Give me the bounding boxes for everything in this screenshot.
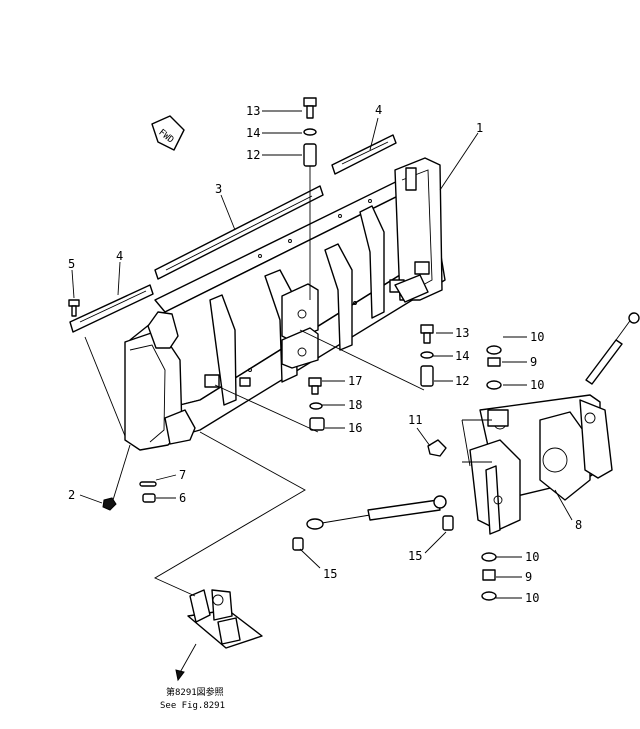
pin-7 <box>139 481 157 487</box>
grease-fitting-15-right <box>442 515 454 531</box>
bolt-13-top <box>303 97 317 119</box>
pin-12-top <box>303 143 317 300</box>
blade <box>124 157 446 451</box>
callout-17-bolt: 17 <box>348 374 362 388</box>
bolt-13-right <box>420 324 434 344</box>
pin-12-right <box>420 365 434 387</box>
spacer-9-b <box>482 569 496 581</box>
callout-9-upper: 9 <box>530 355 537 369</box>
cylinder-lower <box>306 495 447 530</box>
callout-16-pin: 16 <box>348 421 362 435</box>
callout-4-right: 4 <box>375 103 382 117</box>
grease-fitting-6 <box>142 493 156 503</box>
washer-14-right <box>420 351 434 359</box>
callout-4-left: 4 <box>116 249 123 263</box>
mounting-bracket <box>187 589 263 649</box>
callout-10-lower-a: 10 <box>525 550 539 564</box>
callout-18-washer: 18 <box>348 398 362 412</box>
washer-14-top <box>303 128 317 136</box>
fwd-arrow: FWD <box>151 115 185 151</box>
washer-10-d <box>481 591 497 601</box>
bolt-17 <box>308 377 322 395</box>
callout-6-fitting: 6 <box>179 491 186 505</box>
callout-12-top: 12 <box>246 148 260 162</box>
cutting-edge-center <box>154 185 324 280</box>
callout-labels: 13 14 12 4 1 3 5 4 13 14 12 10 9 10 17 1… <box>68 103 582 605</box>
callout-9-lower: 9 <box>525 570 532 584</box>
callout-13-right: 13 <box>455 326 469 340</box>
callout-11-pin: 11 <box>408 413 422 427</box>
callout-12-right: 12 <box>455 374 469 388</box>
cutting-edge-right <box>331 134 397 175</box>
bolt-5 <box>68 299 80 317</box>
callout-15-left: 15 <box>323 567 337 581</box>
pin-16 <box>309 417 325 431</box>
nut-2 <box>102 497 117 511</box>
caption-japanese: 第8291図参照 <box>166 686 224 698</box>
washer-10-c <box>481 552 497 562</box>
callout-10-upper-b: 10 <box>530 378 544 392</box>
callout-14-right: 14 <box>455 349 469 363</box>
grease-fitting-15-left <box>292 537 304 551</box>
cutting-edge-left <box>69 284 154 333</box>
callout-2-nut: 2 <box>68 488 75 502</box>
callout-3-cutting-edge: 3 <box>215 182 222 196</box>
reference-caption: 第8291図参照 See Fig.8291 <box>160 686 225 711</box>
callout-7-pin: 7 <box>179 468 186 482</box>
reference-lines <box>84 329 492 597</box>
callout-8-frame: 8 <box>575 518 582 532</box>
spacer-9-a <box>487 357 501 367</box>
pin-11 <box>427 439 447 457</box>
callout-15-right: 15 <box>408 549 422 563</box>
callout-13-top: 13 <box>246 104 260 118</box>
frame <box>469 394 613 535</box>
washer-10-a <box>486 345 502 355</box>
washer-18 <box>309 402 323 410</box>
caption-english: See Fig.8291 <box>160 701 225 711</box>
callout-1-blade: 1 <box>476 121 483 135</box>
callout-leaders <box>71 110 573 682</box>
washer-10-b <box>486 380 502 390</box>
callout-10-lower-b: 10 <box>525 591 539 605</box>
callout-14-top: 14 <box>246 126 260 140</box>
callout-10-upper-a: 10 <box>530 330 544 344</box>
cylinder-upper-right <box>585 312 640 385</box>
callout-5-bolt: 5 <box>68 257 75 271</box>
